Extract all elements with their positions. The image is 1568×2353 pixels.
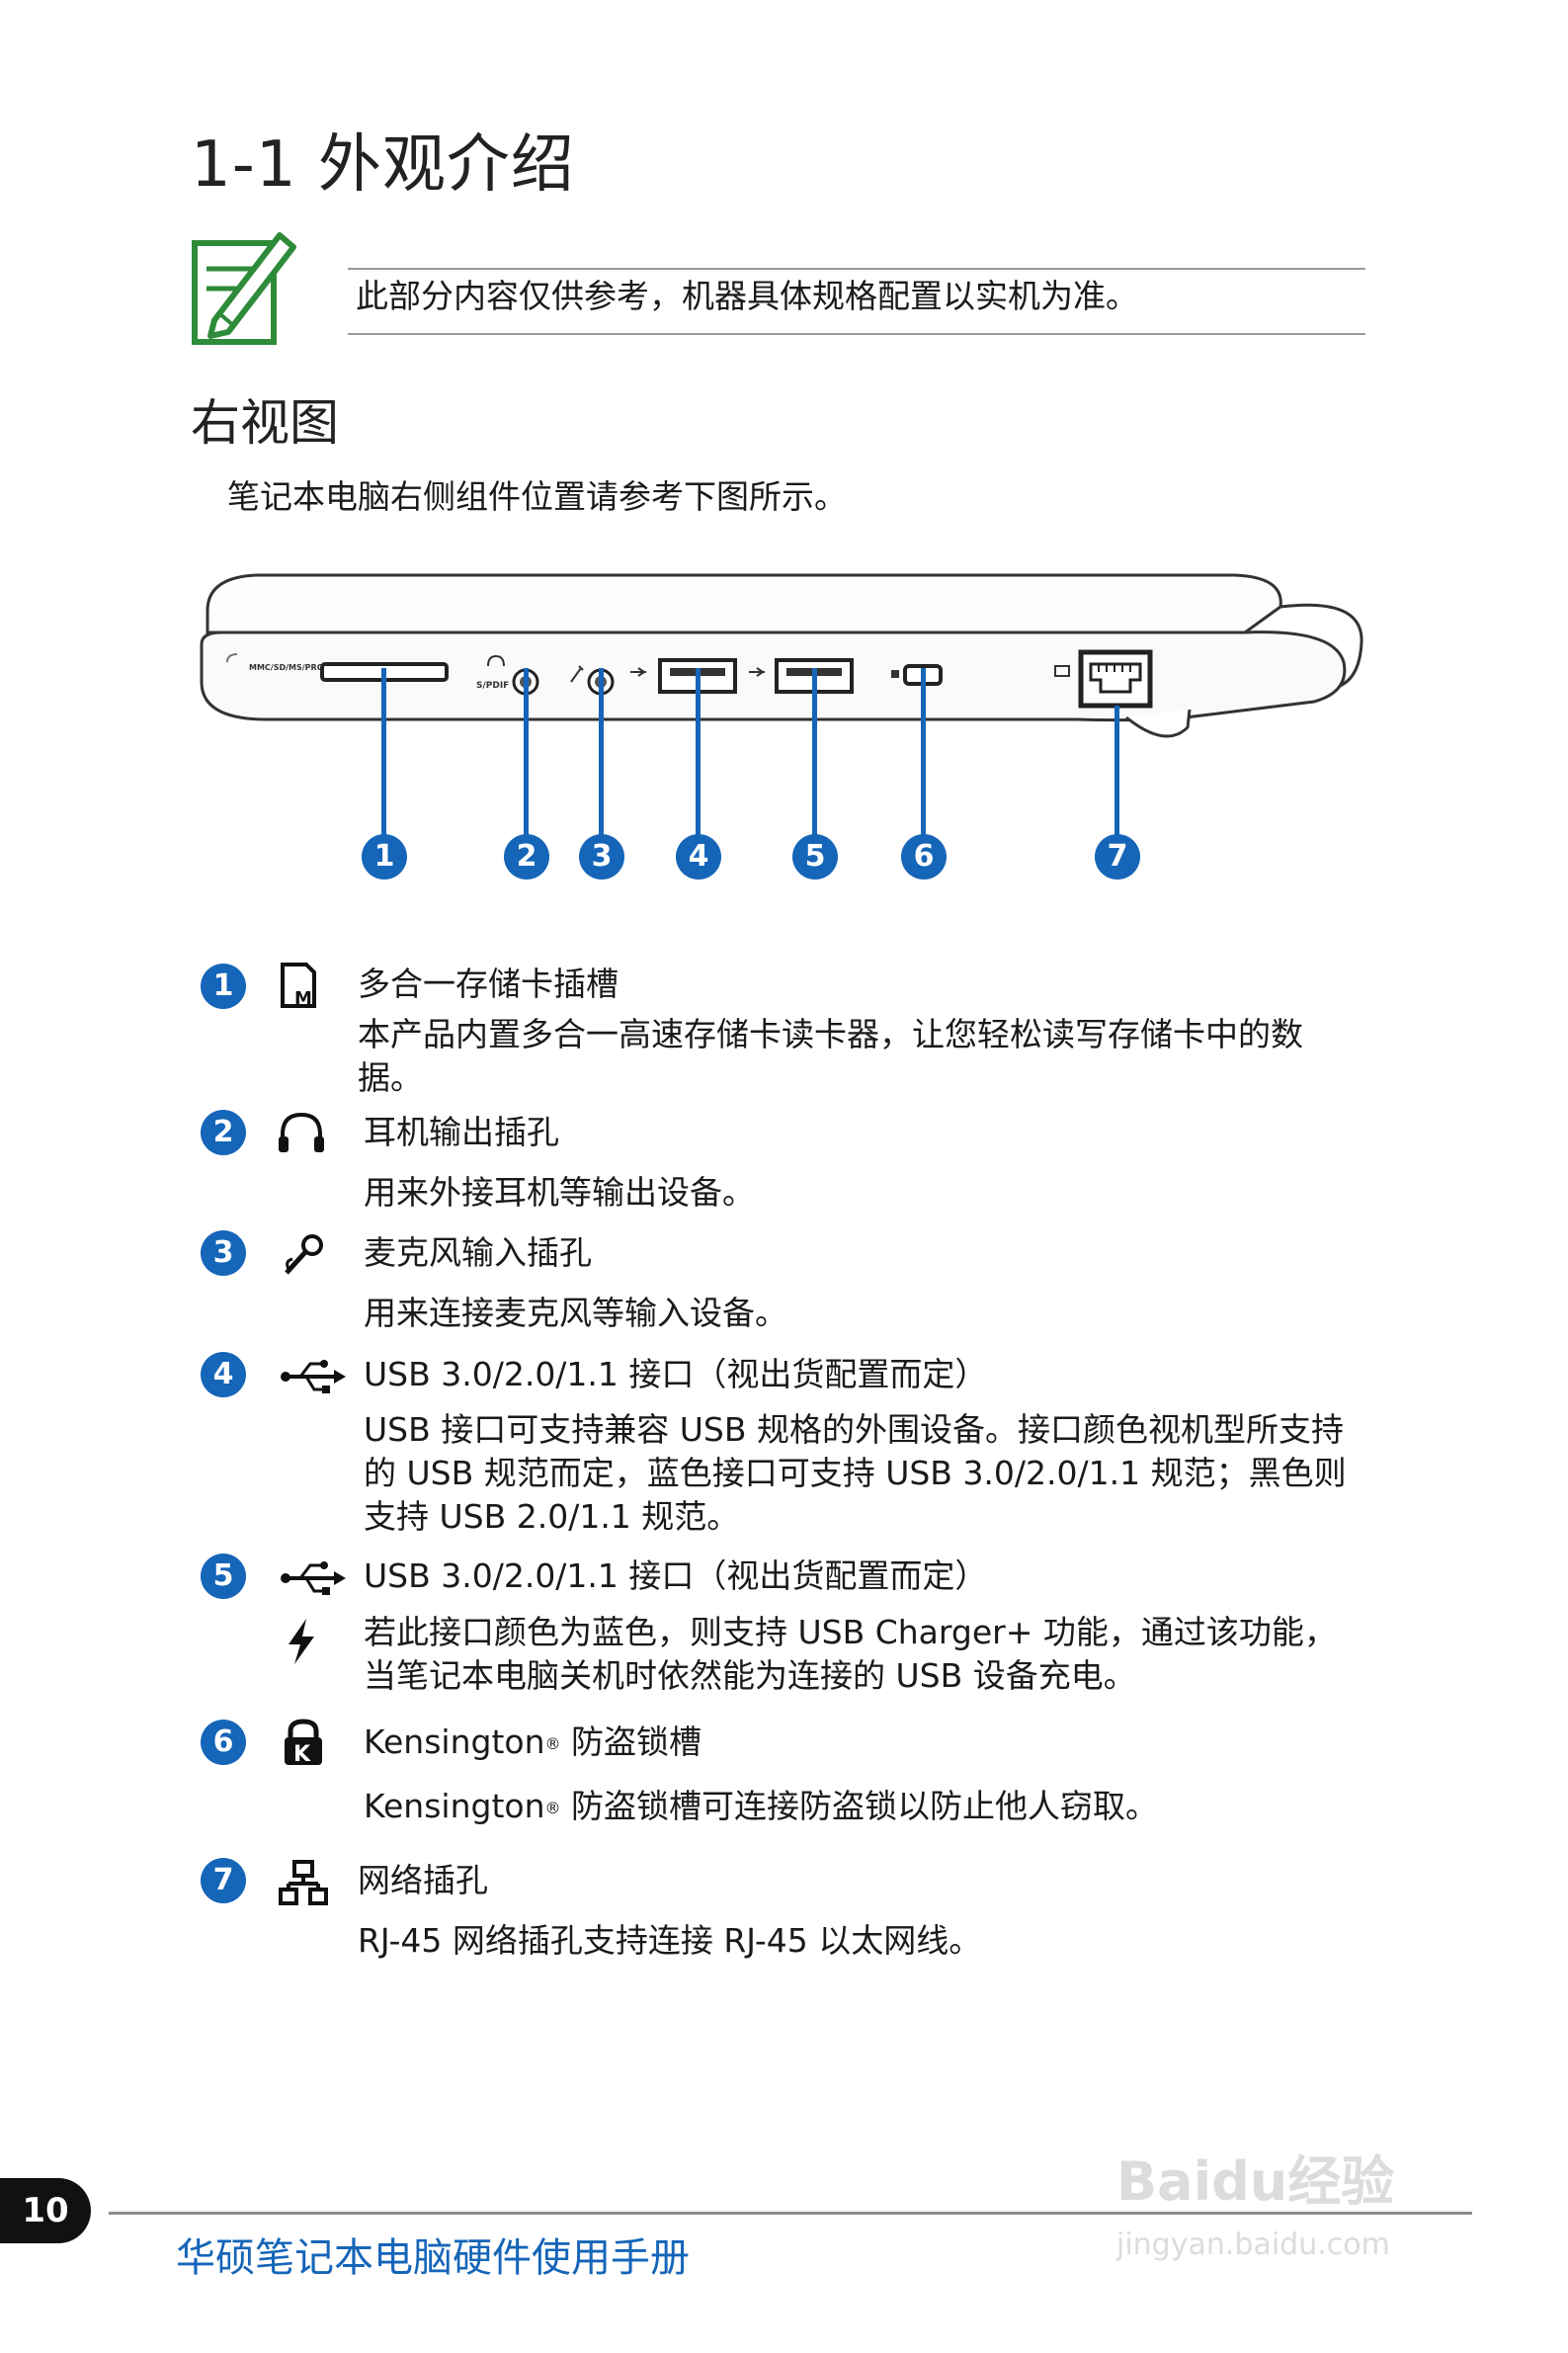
page-number: 10: [0, 2178, 91, 2243]
card-slot-label: MMC/SD/MS/PRO: [249, 663, 324, 672]
section-title: 右视图: [191, 394, 339, 452]
callout-line-2: [524, 668, 529, 846]
item-badge: 4: [201, 1352, 246, 1397]
laptop-lid: [206, 573, 1282, 634]
callout-line-3: [599, 668, 604, 846]
callout-badge: 5: [792, 834, 838, 880]
note-icon: [192, 232, 296, 345]
kensington-name: Kensington: [364, 1787, 545, 1825]
usb-icon: [281, 1360, 346, 1393]
page-heading: 1-1 外观介绍: [191, 128, 575, 202]
item-description: USB 接口可支持兼容 USB 规格的外围设备。接口颜色视机型所支持的 USB …: [364, 1410, 1347, 1536]
callout-badge: 4: [676, 834, 721, 880]
item-title: 耳机输出插孔: [364, 1113, 559, 1151]
item-title: USB 3.0/2.0/1.1 接口（视出货配置而定）: [364, 1556, 988, 1595]
memory-card-icon: M: [281, 963, 316, 1009]
footer-title: 华硕笔记本电脑硬件使用手册: [176, 2235, 690, 2281]
registered-mark: ®: [544, 1734, 561, 1753]
microphone-icon: [285, 1234, 323, 1275]
spdif-label: S/PDIF: [476, 681, 509, 691]
item-title: 麦克风输入插孔: [364, 1233, 592, 1272]
callout-badge: 6: [901, 834, 947, 880]
network-icon: [279, 1860, 328, 1905]
item-title: 多合一存储卡插槽: [358, 965, 619, 1003]
item-badge: 1: [201, 964, 246, 1009]
note-top-rule: [348, 268, 1365, 270]
headphone-icon: [279, 1112, 324, 1152]
item-description: 用来连接麦克风等输入设备。: [364, 1294, 787, 1332]
registered-mark: ®: [544, 1799, 561, 1817]
laptop-right-side-diagram: MMC/SD/MS/PRO S/PDIF: [200, 573, 1363, 738]
item-title: Kensington® 防盗锁槽: [364, 1718, 701, 1767]
callout-line-6: [921, 668, 926, 846]
item-description: RJ-45 网络插孔支持连接 RJ-45 以太网线。: [358, 1921, 982, 1960]
watermark-url: jingyan.baidu.com: [1116, 2227, 1390, 2262]
svg-text:K: K: [293, 1742, 311, 1767]
watermark-logo: Baidu经验: [1116, 2150, 1395, 2213]
item-description: 本产品内置多合一高速存储卡读卡器，让您轻松读写存储卡中的数据。: [358, 1015, 1303, 1097]
callout-line-1: [381, 668, 386, 846]
item-badge: 5: [201, 1554, 246, 1599]
item-badge: 6: [201, 1720, 246, 1765]
kensington-lock-icon: K: [285, 1719, 322, 1767]
item-badge: 2: [201, 1110, 246, 1155]
item-description: Kensington® 防盗锁槽可连接防盗锁以防止他人窃取。: [364, 1782, 1158, 1831]
section-intro: 笔记本电脑右侧组件位置请参考下图所示。: [227, 477, 847, 516]
callout-badge: 1: [362, 834, 407, 880]
item-badge: 3: [201, 1230, 246, 1276]
item-title: 网络插孔: [358, 1861, 488, 1899]
callout-badge: 3: [579, 834, 624, 880]
lock-slot-label: 防盗锁槽: [560, 1723, 701, 1761]
callout-line-4: [696, 668, 701, 846]
item-title: USB 3.0/2.0/1.1 接口（视出货配置而定）: [364, 1355, 988, 1393]
note-bottom-rule: [348, 333, 1365, 335]
charger-bolt-icon: [289, 1619, 314, 1664]
item-description: 若此接口颜色为蓝色，则支持 USB Charger+ 功能，通过该功能，当笔记本…: [364, 1613, 1337, 1695]
svg-text:M: M: [294, 988, 312, 1009]
note-text: 此部分内容仅供参考，机器具体规格配置以实机为准。: [356, 277, 1138, 315]
callout-line-5: [812, 668, 817, 846]
callout-line-7: [1114, 706, 1119, 846]
laptop-base: [200, 630, 1347, 722]
kensington-name: Kensington: [364, 1723, 545, 1761]
callout-badge: 7: [1095, 834, 1140, 880]
footer-rule: [109, 2212, 1472, 2215]
item-badge: 7: [201, 1858, 246, 1903]
item-description: 用来外接耳机等输出设备。: [364, 1173, 755, 1212]
callout-badge: 2: [504, 834, 549, 880]
usb-icon: [281, 1561, 346, 1595]
lock-slot-description: 防盗锁槽可连接防盗锁以防止他人窃取。: [560, 1787, 1158, 1825]
